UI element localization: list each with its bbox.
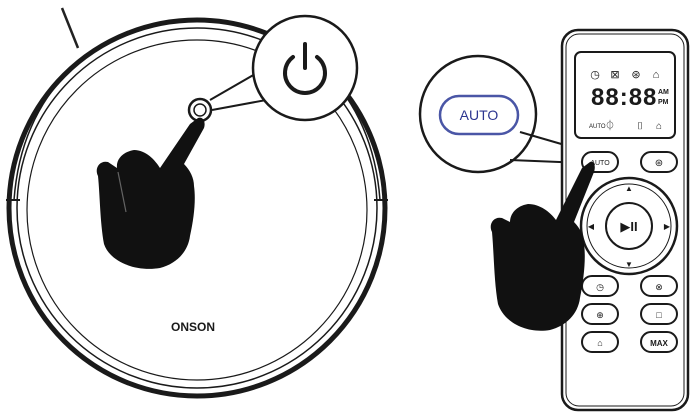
remote-max-button[interactable]: MAX bbox=[640, 331, 678, 353]
remote-max-label: MAX bbox=[650, 339, 668, 348]
display-auto: AUTO bbox=[589, 124, 606, 130]
dpad-right-button[interactable]: ▶ bbox=[664, 222, 671, 231]
clock-icon: ◷ bbox=[590, 69, 600, 81]
hand-pointing-icon bbox=[96, 117, 205, 269]
hand-pointing-remote-icon bbox=[490, 161, 595, 331]
remote-control: ◷ ⊠ ⊛ ⌂ 88:88 AM PM AUTO ⏀ ⌷ ⌂ AUTO ⊛ ▶I bbox=[560, 28, 690, 412]
robot-brand-label: ONSON bbox=[171, 320, 215, 334]
fan-icon: ⊗ bbox=[655, 282, 663, 292]
dpad-up-button[interactable]: ▲ bbox=[625, 184, 633, 193]
auto-callout-label: AUTO bbox=[460, 107, 499, 123]
display-pm: PM bbox=[658, 99, 669, 106]
schedule-icon: ⏀ bbox=[605, 119, 615, 132]
edge-icon: □ bbox=[656, 310, 662, 320]
robot-inner-rim bbox=[16, 27, 378, 389]
auto-callout: AUTO bbox=[418, 54, 538, 174]
robot-cord bbox=[60, 7, 80, 49]
dock-icon: ⌂ bbox=[656, 121, 662, 132]
remote-fan-button[interactable]: ⊗ bbox=[640, 275, 678, 297]
remote-clock-button[interactable]: ◷ bbox=[581, 275, 619, 297]
fan-icon: ⊠ bbox=[610, 69, 619, 81]
home-icon: ⌂ bbox=[653, 69, 660, 81]
edge-icon: ⌷ bbox=[637, 121, 643, 132]
remote-play-pause-button[interactable] bbox=[605, 202, 653, 250]
power-icon bbox=[283, 42, 327, 95]
clock-icon: ◷ bbox=[596, 282, 604, 292]
dpad-down-button[interactable]: ▼ bbox=[625, 260, 633, 269]
remote-edge-button[interactable]: □ bbox=[640, 303, 678, 325]
robot-top-cover bbox=[26, 39, 368, 381]
auto-callout-button bbox=[438, 94, 520, 136]
robot-bumper-line bbox=[13, 69, 71, 201]
play-pause-label: ▶II bbox=[620, 219, 637, 234]
remote-dpad: ▶II ▲ ▼ ◀ ▶ bbox=[579, 176, 679, 276]
spiral-icon: ⊕ bbox=[596, 310, 604, 320]
remote-auto-label: AUTO bbox=[590, 160, 610, 167]
power-callout bbox=[251, 14, 359, 122]
remote-spiral-button[interactable]: ⊕ bbox=[581, 303, 619, 325]
dpad-left-button[interactable]: ◀ bbox=[588, 222, 595, 231]
spot-icon: ⊛ bbox=[631, 69, 640, 81]
robot-power-button[interactable] bbox=[187, 97, 213, 123]
display-digits: 88:88 bbox=[591, 84, 657, 111]
remote-display: ◷ ⊠ ⊛ ⌂ 88:88 AM PM AUTO ⏀ ⌷ ⌂ bbox=[574, 51, 676, 139]
remote-dock-button[interactable]: ⌂ bbox=[581, 331, 619, 353]
display-am: AM bbox=[658, 89, 669, 96]
remote-spot-button[interactable]: ⊛ bbox=[640, 151, 678, 173]
spot-icon: ⊛ bbox=[655, 158, 663, 169]
dock-icon: ⌂ bbox=[597, 338, 602, 348]
